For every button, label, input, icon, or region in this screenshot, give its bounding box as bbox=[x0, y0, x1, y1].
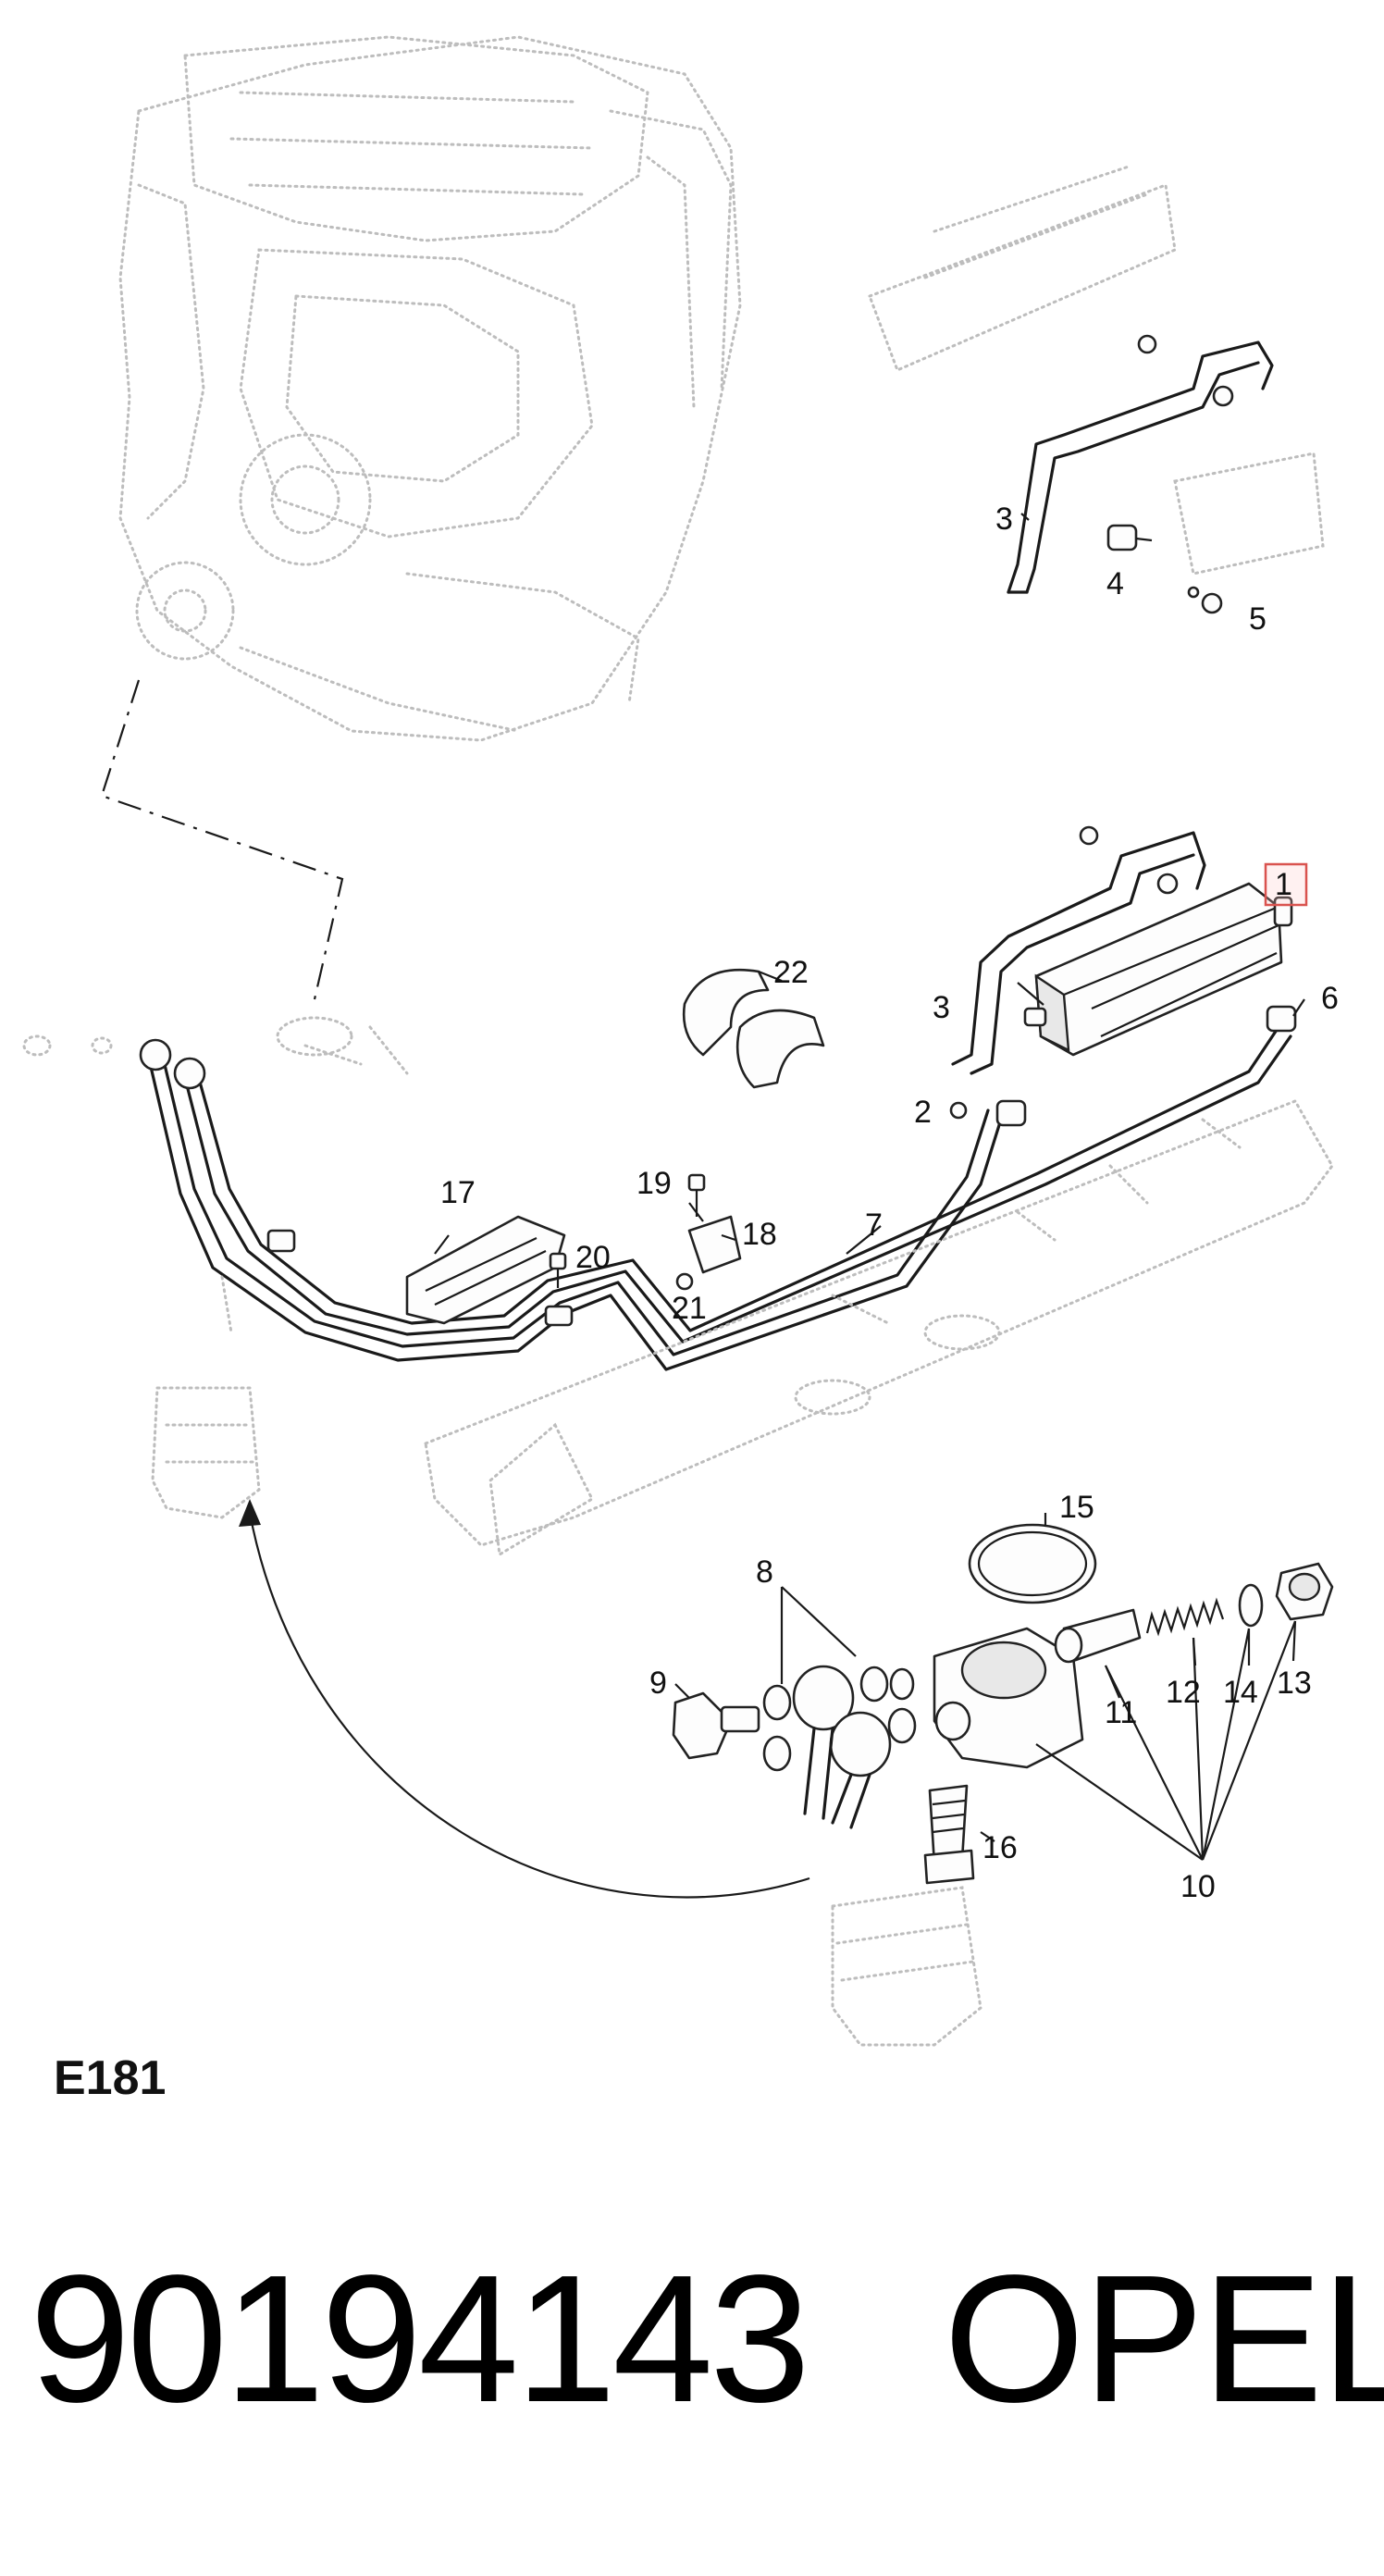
cooler-highlight-box bbox=[1264, 862, 1308, 907]
callout-2: 2 bbox=[914, 1095, 932, 1130]
callout-1: 1 bbox=[1275, 867, 1292, 902]
oil-filter-lower-sketch bbox=[831, 1886, 982, 2047]
relocation-arrow bbox=[239, 1499, 810, 1899]
callout-17: 17 bbox=[440, 1175, 476, 1210]
clip-18 bbox=[687, 1215, 742, 1274]
spring-12 bbox=[1145, 1597, 1225, 1637]
sealing-washers-8 bbox=[762, 1666, 917, 1772]
nipple-16 bbox=[923, 1784, 975, 1885]
bolt-20 bbox=[549, 1252, 567, 1288]
callout-12: 12 bbox=[1166, 1675, 1201, 1710]
oil-cooler-1 bbox=[1023, 882, 1293, 1057]
figure-code: E181 bbox=[54, 2051, 167, 2105]
callout-18: 18 bbox=[742, 1217, 777, 1252]
callout-3-lower: 3 bbox=[933, 990, 950, 1025]
callout-16: 16 bbox=[982, 1830, 1018, 1865]
callout-11: 11 bbox=[1105, 1695, 1137, 1730]
leader-lines bbox=[434, 513, 1305, 1861]
clamp-17 bbox=[405, 1215, 566, 1325]
callout-21: 21 bbox=[672, 1291, 707, 1326]
callout-20: 20 bbox=[575, 1240, 611, 1275]
bolt-19 bbox=[687, 1173, 706, 1217]
callout-19: 19 bbox=[636, 1166, 672, 1201]
callout-6: 6 bbox=[1321, 981, 1339, 1016]
callout-5: 5 bbox=[1249, 601, 1267, 637]
engine-block-sketch bbox=[118, 35, 742, 742]
callout-labels: 1 2 3 3 4 5 6 7 8 9 10 11 12 13 14 15 16… bbox=[440, 502, 1339, 1904]
upper-bolt bbox=[1137, 334, 1234, 407]
callout-22: 22 bbox=[773, 955, 809, 990]
callout-4: 4 bbox=[1106, 566, 1124, 601]
bolt-2 bbox=[949, 1101, 968, 1120]
banjo-fittings bbox=[792, 1665, 892, 1829]
oil-pipe-assembly-7 bbox=[139, 1005, 1297, 1371]
upper-mount-area-sketch bbox=[868, 165, 1325, 576]
piston-11 bbox=[1054, 1608, 1142, 1664]
callout-9: 9 bbox=[649, 1666, 667, 1701]
callout-14: 14 bbox=[1223, 1675, 1258, 1710]
callout-8: 8 bbox=[756, 1554, 773, 1590]
engine-link-line bbox=[100, 679, 344, 1000]
plug-13 bbox=[1275, 1562, 1334, 1621]
rubber-mount-4 bbox=[1106, 524, 1153, 551]
crossmember-sketch bbox=[22, 1016, 1334, 1557]
callout-15: 15 bbox=[1059, 1490, 1094, 1525]
callout-10: 10 bbox=[1180, 1869, 1216, 1904]
banjo-bolt-9 bbox=[672, 1691, 760, 1760]
callout-3-upper: 3 bbox=[995, 502, 1013, 537]
oil-filter-sketch-upper bbox=[151, 1275, 261, 1519]
cooler-bracket bbox=[951, 825, 1206, 1075]
o-ring-15 bbox=[968, 1523, 1097, 1604]
brand-name: OPEL bbox=[944, 2237, 1384, 2440]
nut-5 bbox=[1187, 586, 1223, 614]
upper-bracket bbox=[1007, 341, 1274, 594]
nut-21 bbox=[675, 1272, 694, 1291]
callout-7: 7 bbox=[865, 1208, 883, 1243]
filter-adapter-10 bbox=[933, 1627, 1084, 1769]
part-number: 90194143 bbox=[30, 2237, 810, 2440]
callout-13: 13 bbox=[1277, 1666, 1312, 1701]
pipe-clip-22 bbox=[682, 968, 825, 1089]
seal-ring-14 bbox=[1238, 1583, 1264, 1628]
